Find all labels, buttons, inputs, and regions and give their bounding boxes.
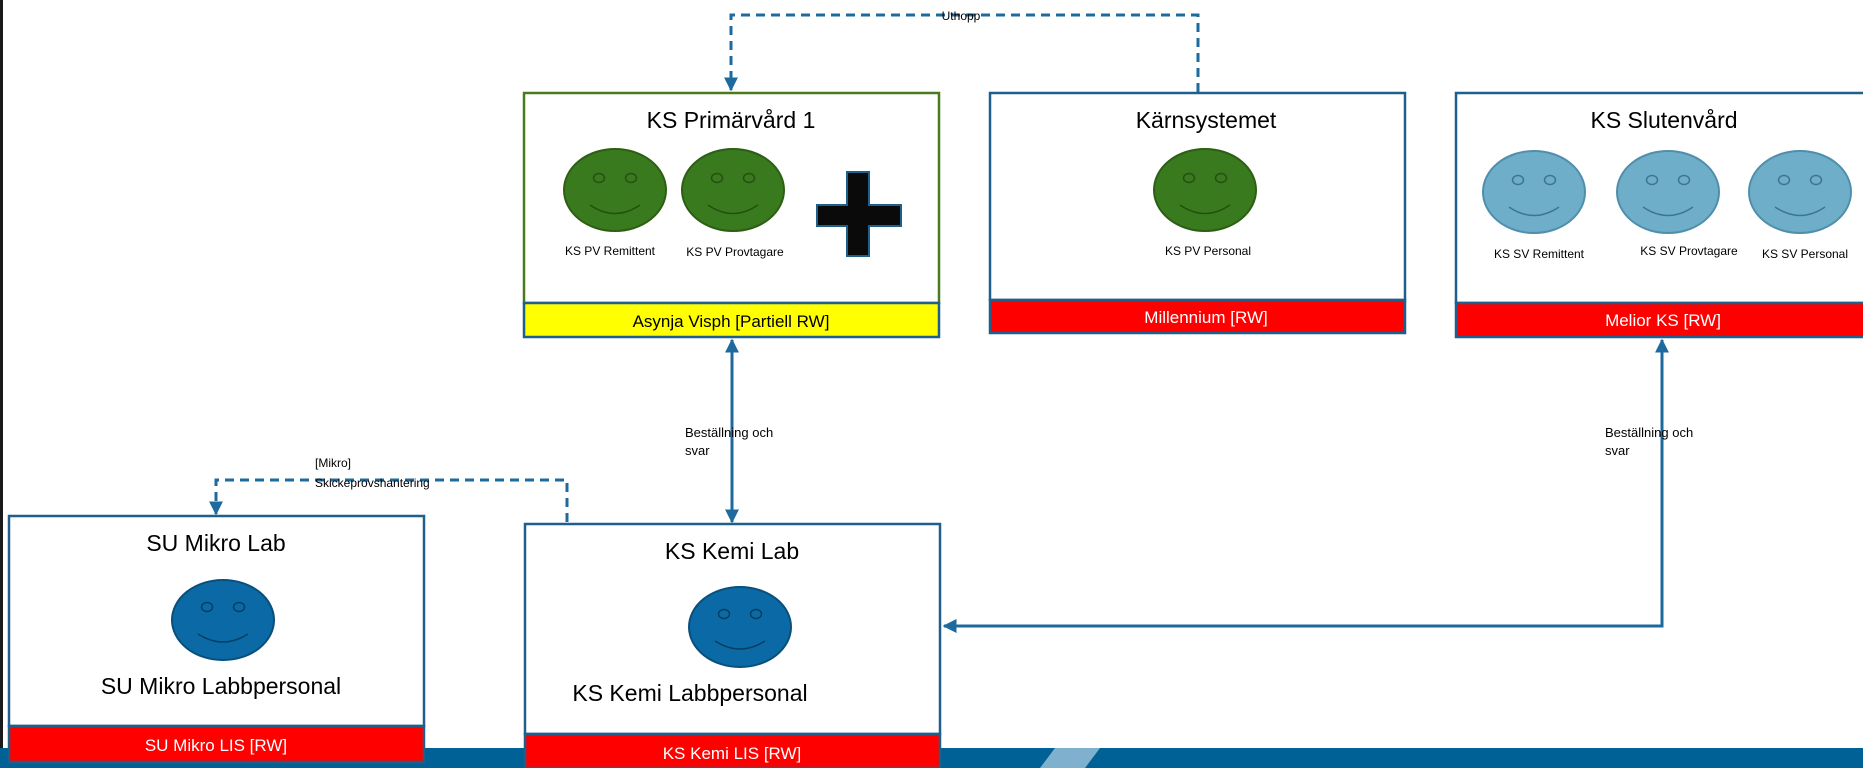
smiley-icon — [563, 148, 667, 232]
person-label: SU Mikro Labbpersonal — [101, 673, 341, 699]
node-title: KS Primärvård 1 — [647, 107, 816, 133]
node-ks-slutenvard: KS Slutenvård KS SV Remittent KS SV Prov… — [1454, 91, 1863, 339]
smiley-icon — [688, 586, 792, 668]
uthopp-connector — [724, 13, 1200, 92]
smiley-icon — [1748, 150, 1852, 234]
person-label: KS SV Remittent — [1494, 247, 1585, 261]
sv-lab-connector — [942, 338, 1669, 633]
smiley-icon — [1153, 148, 1257, 232]
smiley-icon — [1482, 150, 1586, 234]
smiley-icon — [681, 148, 785, 232]
pv-lab-label-line2: svar — [685, 443, 710, 458]
smiley-icon — [171, 579, 275, 661]
mikro-connector — [209, 478, 569, 522]
system-label: Millennium [RW] — [1144, 308, 1267, 327]
system-label: Melior KS [RW] — [1605, 311, 1721, 330]
smiley-icon — [1616, 150, 1720, 234]
pv-lab-label-line1: Beställning och — [685, 425, 773, 440]
person-label: KS PV Remittent — [565, 244, 656, 258]
person-label: KS Kemi Labbpersonal — [572, 680, 807, 706]
node-karnsystemet: Kärnsystemet KS PV Personal Millennium [… — [988, 91, 1407, 335]
person-label: KS PV Personal — [1165, 244, 1251, 258]
uthopp-label: Uthopp — [942, 9, 981, 23]
mikro-label-line1: [Mikro] — [315, 456, 351, 470]
node-title: Kärnsystemet — [1136, 107, 1277, 133]
system-label: KS Kemi LIS [RW] — [663, 744, 802, 763]
node-title: KS Kemi Lab — [665, 538, 799, 564]
sv-lab-label-line1: Beställning och — [1605, 425, 1693, 440]
node-su-mikro-lab: SU Mikro Lab SU Mikro Labbpersonal SU Mi… — [7, 514, 426, 764]
person-label: KS SV Personal — [1762, 247, 1848, 261]
sv-lab-label-line2: svar — [1605, 443, 1630, 458]
node-ks-kemi-lab: KS Kemi Lab KS Kemi Labbpersonal KS Kemi… — [523, 522, 942, 768]
system-label: Asynja Visph [Partiell RW] — [633, 312, 830, 331]
left-edge — [0, 0, 3, 768]
mikro-label-line2: Skickeprovshantering — [315, 476, 430, 490]
person-label: KS PV Provtagare — [686, 245, 784, 259]
node-ks-primarvard: KS Primärvård 1 KS PV Remittent KS PV Pr… — [522, 91, 941, 339]
node-title: KS Slutenvård — [1590, 107, 1737, 133]
plus-icon — [816, 171, 902, 257]
system-label: SU Mikro LIS [RW] — [145, 736, 287, 755]
person-label: KS SV Provtagare — [1640, 244, 1738, 258]
node-title: SU Mikro Lab — [146, 530, 285, 556]
